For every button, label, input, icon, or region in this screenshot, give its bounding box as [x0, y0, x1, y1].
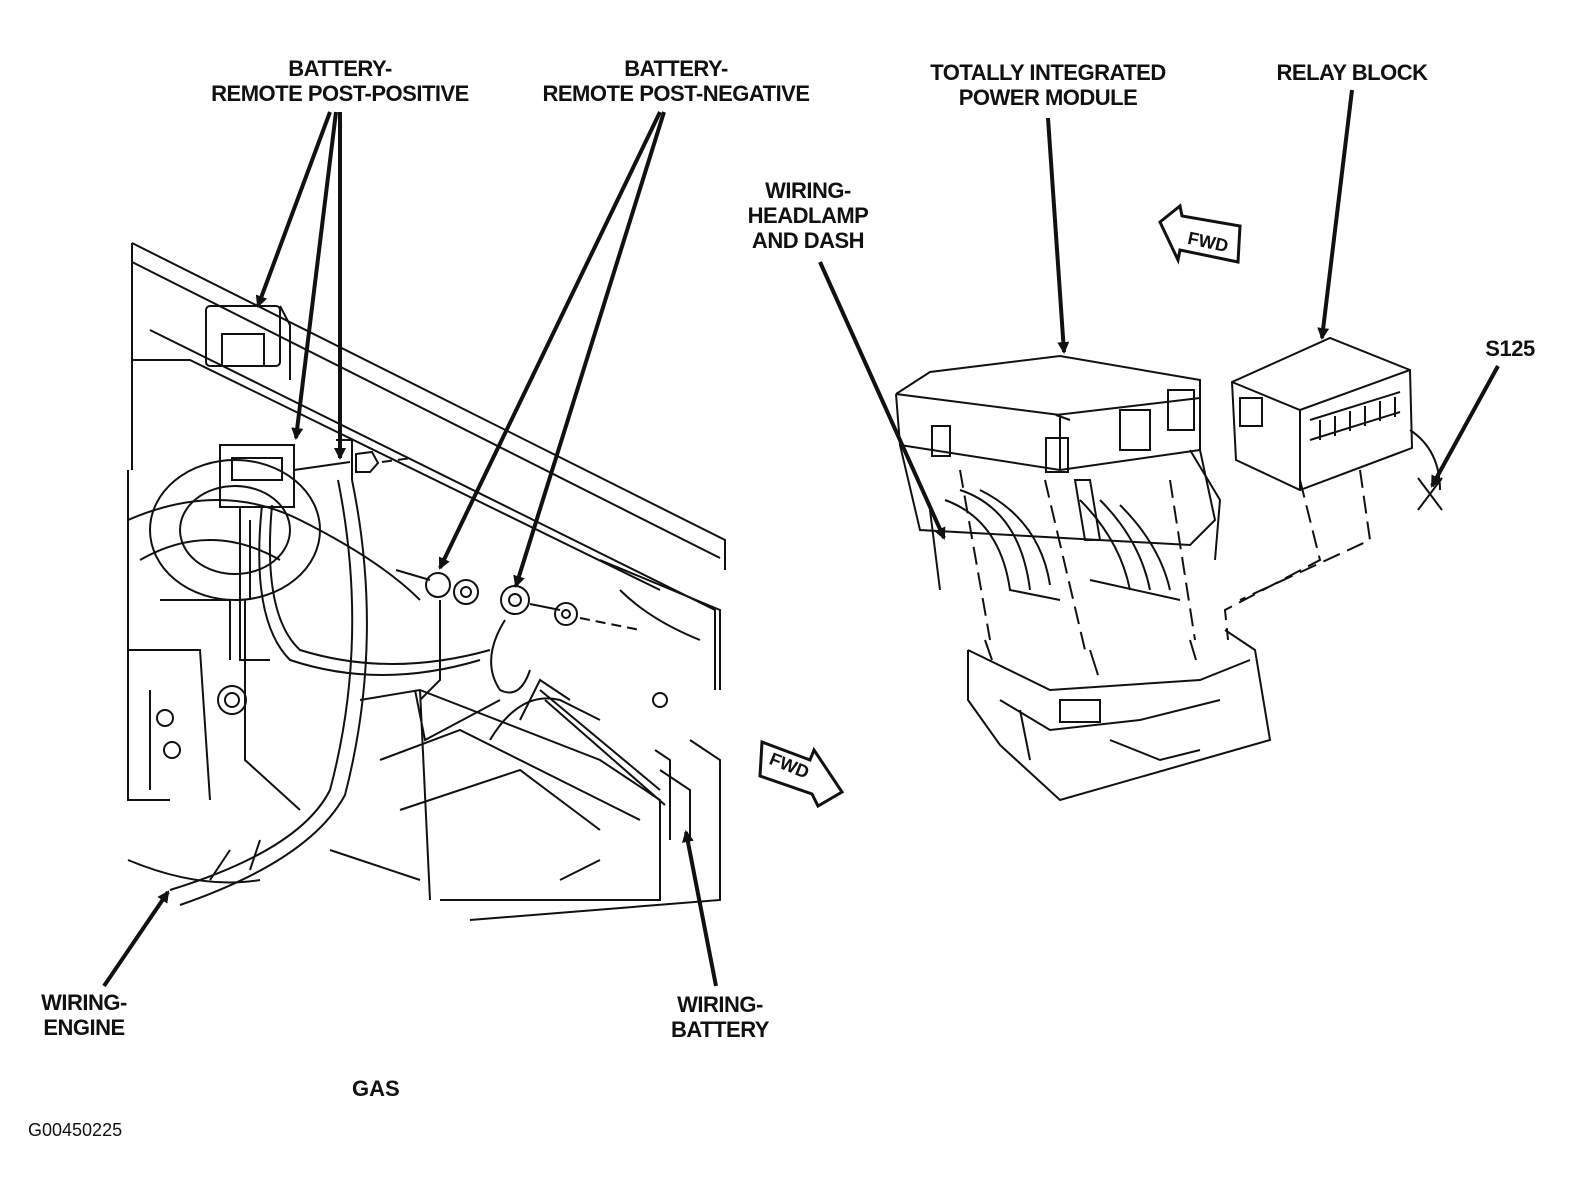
leader-headlamp	[818, 261, 946, 540]
label-wiring-headlamp: WIRING- HEADLAMP AND DASH	[747, 178, 869, 253]
leader-positive-1	[255, 111, 332, 308]
leader-battery	[682, 830, 718, 987]
fwd-arrow-lower: FWD	[758, 739, 845, 809]
leader-arrows	[102, 89, 1500, 988]
label-wiring-engine: WIRING- ENGINE	[41, 990, 127, 1040]
leader-relay-block	[1317, 89, 1354, 340]
power-module-drawing	[895, 336, 1443, 802]
leader-positive-2	[291, 111, 338, 440]
fwd-arrow-upper: FWD	[1158, 203, 1242, 265]
label-s125: S125	[1485, 336, 1535, 361]
label-battery-negative: BATTERY- REMOTE POST-NEGATIVE	[542, 56, 810, 106]
label-relay-block: RELAY BLOCK	[1276, 60, 1428, 85]
figure-id: G00450225	[28, 1120, 123, 1140]
label-battery-positive: BATTERY- REMOTE POST-POSITIVE	[211, 56, 469, 106]
leader-engine	[102, 890, 170, 988]
label-tipm: TOTALLY INTEGRATED POWER MODULE	[930, 60, 1166, 110]
label-wiring-battery: WIRING- BATTERY	[671, 992, 769, 1042]
leader-s125	[1430, 365, 1500, 488]
engine-compartment-drawing	[127, 242, 726, 921]
leader-negative-2	[513, 111, 666, 588]
leader-tipm	[1046, 117, 1070, 354]
leader-negative-1	[438, 111, 662, 570]
variant-label: GAS	[352, 1076, 400, 1101]
